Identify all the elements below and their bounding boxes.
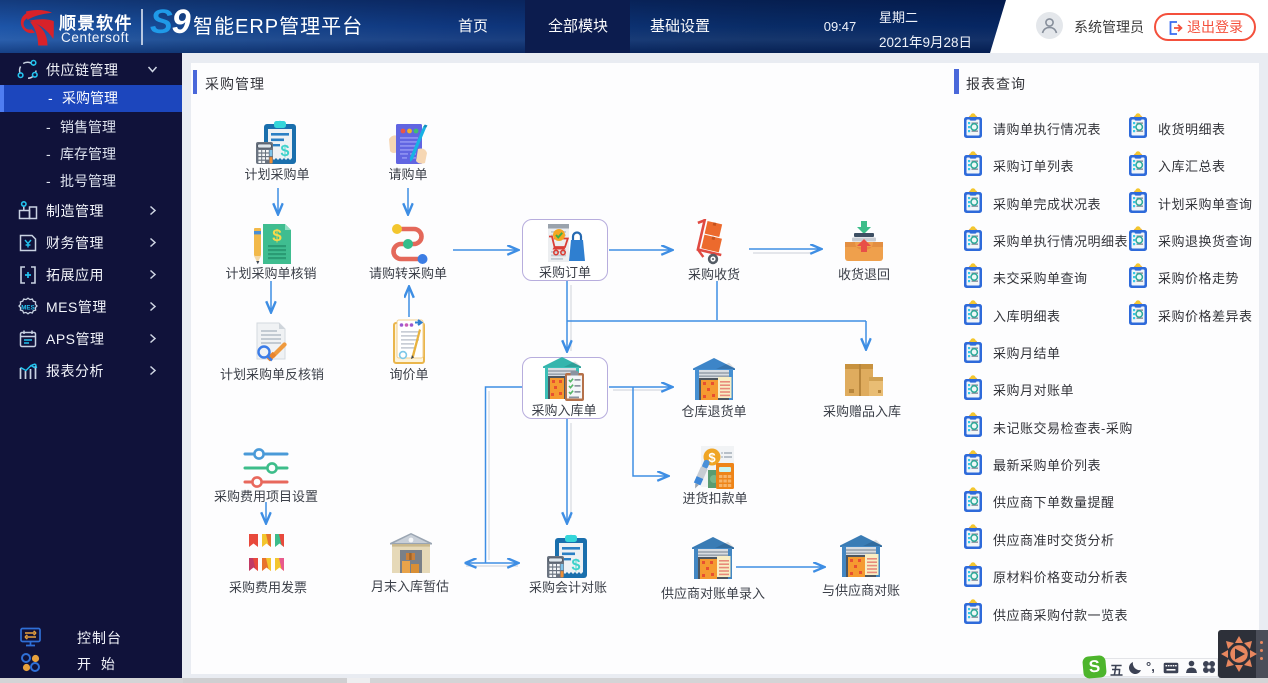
svg-text:$: $ [281,143,290,160]
svg-text:$: $ [272,226,282,245]
svg-text:$: $ [708,450,716,465]
svg-text:$: $ [572,557,581,574]
svg-text:MES: MES [21,305,34,312]
